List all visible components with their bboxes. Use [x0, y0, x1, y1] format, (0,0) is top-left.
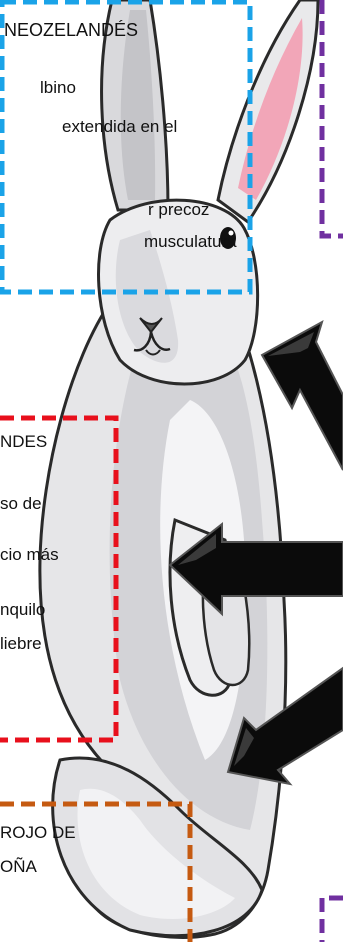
purple-dashed-box-bottom — [319, 895, 343, 942]
rabbit-ear-inner — [238, 18, 303, 200]
blue-box-line-1: NEOZELANDÉS — [4, 20, 139, 40]
orange-box-line-2: OÑA — [0, 857, 37, 876]
blue-box-line-3: extendida en el — [62, 117, 178, 136]
arrow-left — [168, 521, 343, 617]
rabbit-illustration — [38, 0, 320, 939]
blue-box-line-4: r precoz — [148, 200, 210, 219]
red-box-line-5: liebre — [0, 634, 42, 653]
orange-box-line-1: ROJO DE — [0, 823, 76, 842]
purple-dashed-box — [319, 0, 343, 239]
red-box-line-3: cio más — [0, 545, 59, 564]
blue-dashed-box — [0, 0, 253, 295]
red-box-line-2: so de — [0, 494, 42, 513]
blue-box-line-5: musculatura — [144, 232, 237, 251]
red-box-line-1: NDES — [0, 432, 48, 451]
rabbit-nose — [139, 317, 163, 334]
orange-dashed-box — [0, 801, 193, 942]
arrow-upper-left — [260, 319, 343, 471]
red-dashed-box — [0, 415, 119, 743]
arrow-lower-left — [226, 666, 343, 786]
blue-box-line-2: lbino — [40, 78, 76, 97]
red-box-line-4: nquilo — [0, 600, 46, 619]
